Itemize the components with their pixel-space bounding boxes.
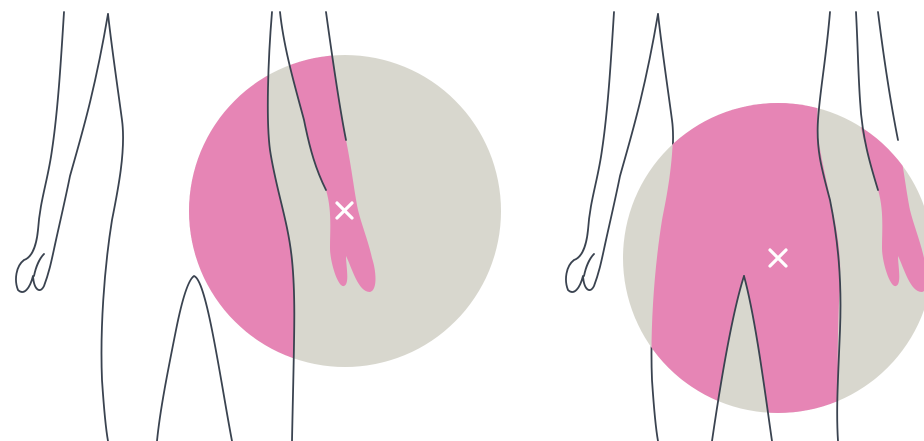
x-marker-icon [768, 248, 788, 268]
right-torso-highlight [651, 103, 841, 413]
right-arm-highlight [856, 103, 924, 292]
left-figure-outline [15, 11, 124, 441]
left-arm-highlight [280, 55, 376, 292]
right-body-outline [711, 11, 899, 441]
left-highlight-group [189, 55, 376, 367]
left-torso-highlight [189, 55, 295, 367]
right-panel [565, 11, 924, 441]
left-panel [15, 11, 501, 441]
right-highlight-group [651, 103, 924, 413]
left-body-outline [156, 11, 347, 441]
x-marker-icon [335, 201, 354, 220]
